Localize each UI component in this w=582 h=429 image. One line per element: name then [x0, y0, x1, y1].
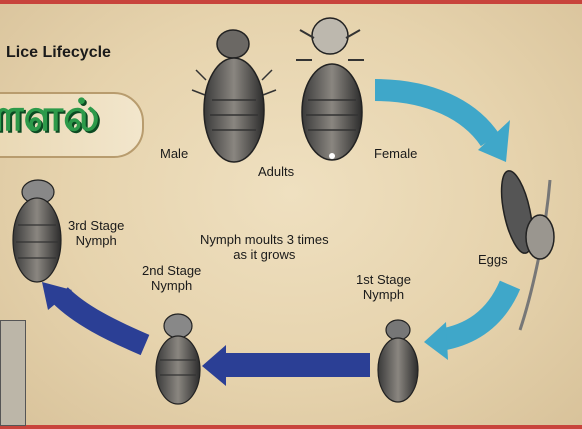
label-third-stage: 3rd Stage Nymph	[68, 218, 124, 248]
center-note-line2: as it grows	[200, 247, 329, 262]
first-stage-nymph-icon	[378, 320, 418, 402]
label-adults: Adults	[258, 164, 294, 179]
label-female: Female	[374, 146, 417, 161]
arrowhead-eggs-to-1st	[424, 322, 448, 360]
center-note: Nymph moults 3 times as it grows	[200, 232, 329, 262]
male-louse-icon	[192, 30, 276, 162]
label-first-stage-line2: Nymph	[356, 287, 411, 302]
second-stage-nymph-icon	[156, 314, 200, 404]
center-note-line1: Nymph moults 3 times	[200, 232, 329, 247]
label-third-stage-line1: 3rd Stage	[68, 218, 124, 233]
label-second-stage: 2nd Stage Nymph	[142, 263, 201, 293]
arrow-female-to-eggs	[375, 90, 490, 140]
label-eggs: Eggs	[478, 252, 508, 267]
label-first-stage-line1: 1st Stage	[356, 272, 411, 287]
label-third-stage-line2: Nymph	[68, 233, 124, 248]
arrow-eggs-to-1st	[440, 285, 510, 340]
female-louse-icon	[296, 18, 364, 160]
label-first-stage: 1st Stage Nymph	[356, 272, 411, 302]
label-second-stage-line1: 2nd Stage	[142, 263, 201, 278]
arrowhead-1st-to-2nd	[202, 345, 226, 386]
arrow-2nd-to-3rd	[60, 295, 145, 345]
label-male: Male	[160, 146, 188, 161]
label-second-stage-line2: Nymph	[142, 278, 201, 293]
diagram-title: Lice Lifecycle	[6, 44, 111, 62]
third-stage-nymph-icon	[13, 180, 61, 282]
